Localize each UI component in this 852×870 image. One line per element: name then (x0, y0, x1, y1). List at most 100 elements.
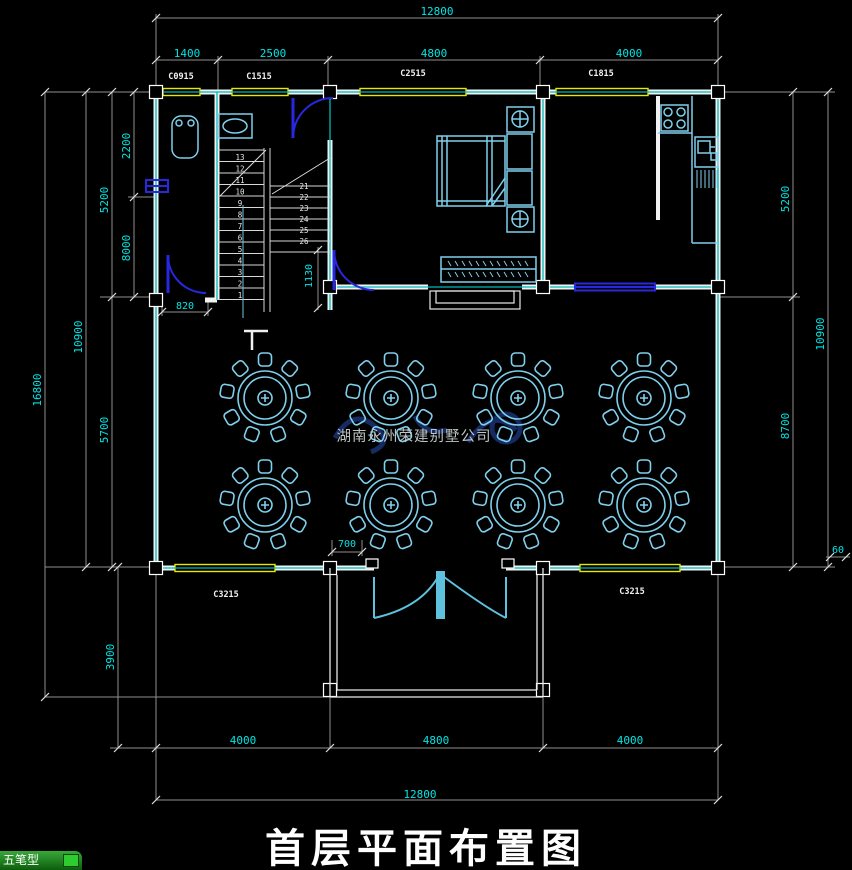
chair (602, 408, 620, 426)
dim-left-8000: 8000 (120, 235, 133, 262)
stair-step-number: 6 (238, 234, 243, 243)
dim-bottom-seg2: 4800 (423, 734, 450, 747)
ime-button[interactable] (63, 854, 79, 867)
chair (295, 383, 311, 400)
window-label-c1815: C1815 (588, 69, 614, 79)
chair (281, 359, 299, 378)
dim-left-5700: 5700 (98, 417, 111, 444)
window-labels: C0915 C1515 C2515 C1815 C3215 C3215 (168, 69, 645, 600)
chair (542, 408, 560, 426)
stair-step-number: 10 (235, 188, 245, 197)
chair (243, 533, 260, 550)
chair (345, 490, 361, 507)
chair (369, 533, 386, 550)
dining-table (472, 352, 564, 443)
dining-table (345, 459, 437, 550)
chair (472, 383, 488, 400)
chair (523, 533, 540, 550)
dim-top-overall: 12800 (420, 5, 453, 18)
kitchen-counter (658, 96, 718, 244)
window-label-c0915: C0915 (168, 72, 194, 82)
dimension-lines (44, 14, 850, 801)
window-label-c1515: C1515 (246, 72, 272, 82)
stair-step-number: 23 (299, 204, 308, 213)
stair-step-number: 24 (299, 215, 309, 224)
dim-top-seg2: 2500 (260, 47, 287, 60)
bay-window (429, 290, 521, 310)
dining-table (345, 352, 437, 443)
storage-door-swing (167, 254, 207, 294)
chair (289, 515, 307, 533)
chair (548, 383, 564, 400)
chair (421, 383, 437, 400)
laundry-sink (217, 113, 253, 139)
entrance-center-post (436, 571, 445, 619)
chair (668, 408, 686, 426)
chair (602, 515, 620, 533)
dim-left-3900: 3900 (104, 644, 117, 671)
chair (622, 533, 639, 550)
chair (484, 359, 502, 378)
dim-entry-700: 700 (338, 539, 356, 550)
dim-left-5200: 5200 (98, 187, 111, 214)
nightstand-plant-bottom (506, 206, 535, 233)
chair (383, 352, 399, 367)
chair (281, 466, 299, 485)
ime-language-bar[interactable]: 五笔型 (0, 851, 82, 870)
chair (257, 459, 273, 474)
bed (436, 135, 506, 207)
window-label-bottom-left: C3215 (213, 590, 239, 600)
chair (369, 426, 386, 443)
chair (396, 533, 413, 550)
chair (295, 490, 311, 507)
gas-stove (660, 104, 689, 132)
bedroom-door-swing (333, 249, 375, 291)
headboard-units (506, 133, 533, 206)
landing-door-swing (292, 97, 334, 139)
dim-top-seg3: 4800 (421, 47, 448, 60)
dining-table (598, 352, 690, 443)
chair (231, 466, 249, 485)
chair (523, 426, 540, 443)
chair (674, 490, 690, 507)
dim-top-seg1: 1400 (174, 47, 201, 60)
chair (219, 490, 235, 507)
chair (484, 466, 502, 485)
stair-step-number: 25 (299, 226, 308, 235)
chair (383, 459, 399, 474)
chair (548, 490, 564, 507)
chair (289, 408, 307, 426)
dim-stair-1130: 1130 (304, 264, 315, 288)
watermark-text: 湖南永州荣建别墅公司 (337, 428, 492, 445)
furniture (171, 96, 719, 283)
entrance-double-door (373, 571, 507, 619)
chair (349, 515, 367, 533)
doors-blue (145, 97, 656, 294)
chair (415, 408, 433, 426)
nightstand-plant-top (506, 106, 535, 133)
dim-bottom-seg3: 4000 (617, 734, 644, 747)
chair (219, 383, 235, 400)
chair (660, 466, 678, 485)
ime-label: 五笔型 (3, 853, 40, 867)
stair-step-number: 2 (238, 280, 243, 289)
dimension-ticks (40, 13, 851, 805)
water-heater (171, 115, 199, 159)
stair-step-number: 8 (238, 211, 243, 220)
stair-step-number: 3 (238, 268, 243, 277)
stair-step-number: 11 (235, 176, 244, 185)
chair (231, 359, 249, 378)
dimension-text: 12800 1400 2500 4800 4000 2200 8000 5200… (31, 5, 844, 801)
stair-step-number: 13 (235, 153, 244, 162)
stair-step-number: 26 (299, 237, 309, 246)
chair (345, 383, 361, 400)
entry-porch (329, 568, 544, 698)
dim-right-10900: 10900 (814, 317, 827, 350)
chair (610, 359, 628, 378)
chair (610, 466, 628, 485)
chair (257, 352, 273, 367)
dining-table (219, 352, 311, 443)
